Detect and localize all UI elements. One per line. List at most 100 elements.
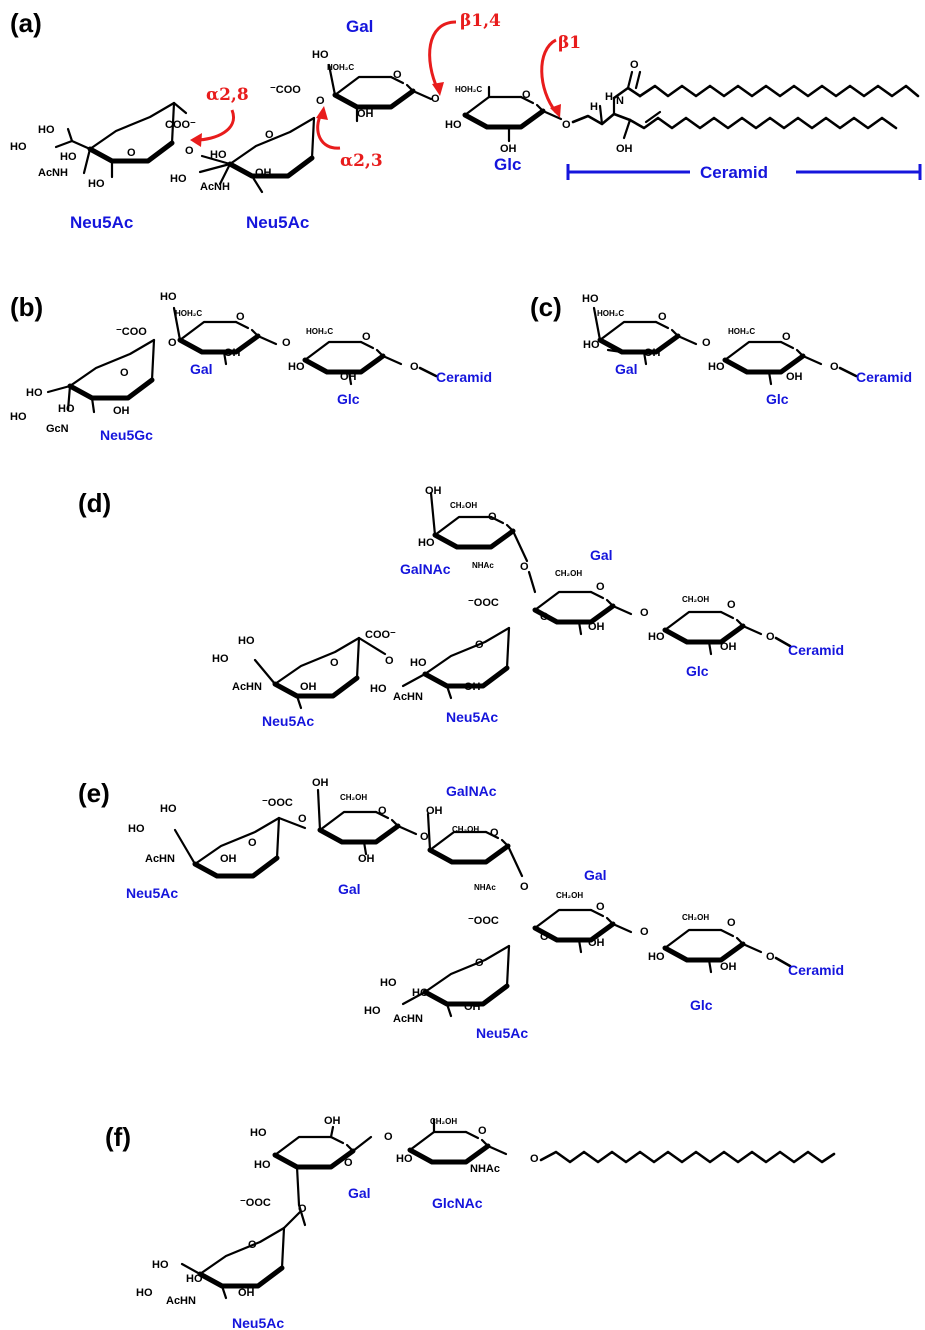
glc-ring xyxy=(465,85,563,143)
atom-ho: HO xyxy=(254,1159,271,1171)
sugar-label-gal: Gal xyxy=(584,867,607,883)
sugar-label-glc: Glc xyxy=(690,997,713,1013)
atom-ch2oh: CH₂OH xyxy=(555,569,582,578)
atom-ch2oh: CH₂OH xyxy=(682,913,709,922)
atom-nhac: NHAc xyxy=(472,561,494,570)
atom-ch2oh: CH₂OH xyxy=(340,793,367,802)
gal-ring xyxy=(172,306,278,366)
sugar-label-neu5ac: Neu5Ac xyxy=(446,709,498,725)
atom-coo: ⁻OOC xyxy=(468,597,499,609)
ceramide-bracket xyxy=(566,164,922,180)
panel-b-label: (b) xyxy=(10,292,43,322)
gal-ring xyxy=(527,570,633,636)
atom-o: O xyxy=(830,361,839,373)
sugar-label-gal: Gal xyxy=(338,881,361,897)
atom-ch2oh: CH₂OH xyxy=(430,1117,457,1126)
atom-ch2oh: CH₂OH xyxy=(682,595,709,604)
sugar-label-neu5ac: Neu5Ac xyxy=(70,213,133,232)
atom-ho: HO xyxy=(312,49,329,61)
atom-coo: COO⁻ xyxy=(365,629,396,641)
atom-o: O xyxy=(596,901,605,913)
atom-o: O xyxy=(248,837,257,849)
sugar-label-neu5ac: Neu5Ac xyxy=(476,1025,528,1041)
atom-o: O xyxy=(766,631,775,643)
atom-ho: HO xyxy=(583,339,600,351)
atom-o: O xyxy=(298,1203,307,1215)
linkage-arrows xyxy=(190,20,561,150)
atom-achn: AcHN xyxy=(393,691,423,703)
atom-ho: HO xyxy=(708,361,725,373)
ceramide-bond xyxy=(838,366,858,378)
atom-hoh2c: HOH₂C xyxy=(597,309,624,318)
alkyl-chain xyxy=(539,1150,836,1164)
atom-ho: HO xyxy=(160,803,177,815)
atom-nhac: NHAc xyxy=(470,1163,500,1175)
atom-ho: HO xyxy=(10,141,27,153)
sugar-label-glc: Glc xyxy=(494,155,521,174)
atom-o: O xyxy=(393,69,402,81)
panel-c-label: (c) xyxy=(530,292,562,322)
atom-ho: HO xyxy=(26,387,43,399)
atom-ho: HO xyxy=(582,293,599,305)
atom-hoh2c: HOH₂C xyxy=(306,327,333,336)
sugar-label-glcnac: GlcNAc xyxy=(432,1195,483,1211)
atom-o: O xyxy=(378,805,387,817)
atom-oh: OH xyxy=(616,143,633,155)
atom-n: N xyxy=(616,95,624,107)
neu5ac-ring-top xyxy=(173,818,307,876)
atom-oh: OH xyxy=(426,805,443,817)
atom-o: O xyxy=(410,361,419,373)
atom-oh: OH xyxy=(464,1001,481,1013)
atom-o: O xyxy=(236,311,245,323)
ceramide-label: Ceramid xyxy=(788,962,844,978)
atom-coo: ⁻OOC xyxy=(262,797,293,809)
sugar-label-gal: Gal xyxy=(590,547,613,563)
glc-ring xyxy=(665,612,763,656)
atom-o: O xyxy=(475,639,484,651)
atom-hoh2c: HOH₂C xyxy=(455,85,482,94)
atom-o: O xyxy=(782,331,791,343)
atom-ho: HO xyxy=(210,149,227,161)
atom-ho: HO xyxy=(396,1153,413,1165)
atom-coo: ⁻OOC xyxy=(468,915,499,927)
atom-achn: AcNH xyxy=(200,181,230,193)
sugar-label-glc: Glc xyxy=(686,663,709,679)
atom-o: O xyxy=(316,95,325,107)
panel-d-label: (d) xyxy=(78,488,111,518)
galnac-ring xyxy=(426,812,524,878)
glcnac-ring xyxy=(410,1118,508,1162)
atom-oh: OH xyxy=(588,621,605,633)
atom-o: O xyxy=(265,129,274,141)
atom-o: O xyxy=(168,337,177,349)
atom-hoh2c: HOH₂C xyxy=(728,327,755,336)
neu5ac-ring-outer xyxy=(253,638,387,710)
atom-ho: HO xyxy=(288,361,305,373)
atom-oh: OH xyxy=(786,371,803,383)
atom-achn: AcHN xyxy=(166,1295,196,1307)
atom-oh: OH xyxy=(324,1115,341,1127)
sugar-label-glc: Glc xyxy=(766,391,789,407)
sugar-label-galnac: GalNAc xyxy=(400,561,451,577)
ceramide-backbone xyxy=(571,70,920,140)
panel-f-label: (f) xyxy=(105,1122,131,1152)
neu5ac-ring-1 xyxy=(54,103,188,179)
atom-o: O xyxy=(640,607,649,619)
ceramide-bond xyxy=(774,636,792,648)
atom-o: O xyxy=(185,145,194,157)
atom-o: O xyxy=(420,831,429,843)
linkage-a23: α2,3 xyxy=(340,151,383,171)
sugar-label-neu5ac: Neu5Ac xyxy=(246,213,309,232)
atom-ho: HO xyxy=(152,1259,169,1271)
atom-o: O xyxy=(702,337,711,349)
atom-acnh: AcNH xyxy=(38,167,68,179)
atom-o: O xyxy=(488,511,497,523)
atom-ho: HO xyxy=(10,411,27,423)
neu5ac-ring-bottom xyxy=(401,946,509,1018)
galnac-ring xyxy=(429,491,529,563)
atom-o: O xyxy=(727,917,736,929)
atom-nhac: NHAc xyxy=(474,883,496,892)
atom-o: O xyxy=(282,337,291,349)
atom-ho: HO xyxy=(418,537,435,549)
atom-o: O xyxy=(630,59,639,71)
ceramide-bond xyxy=(774,956,792,968)
